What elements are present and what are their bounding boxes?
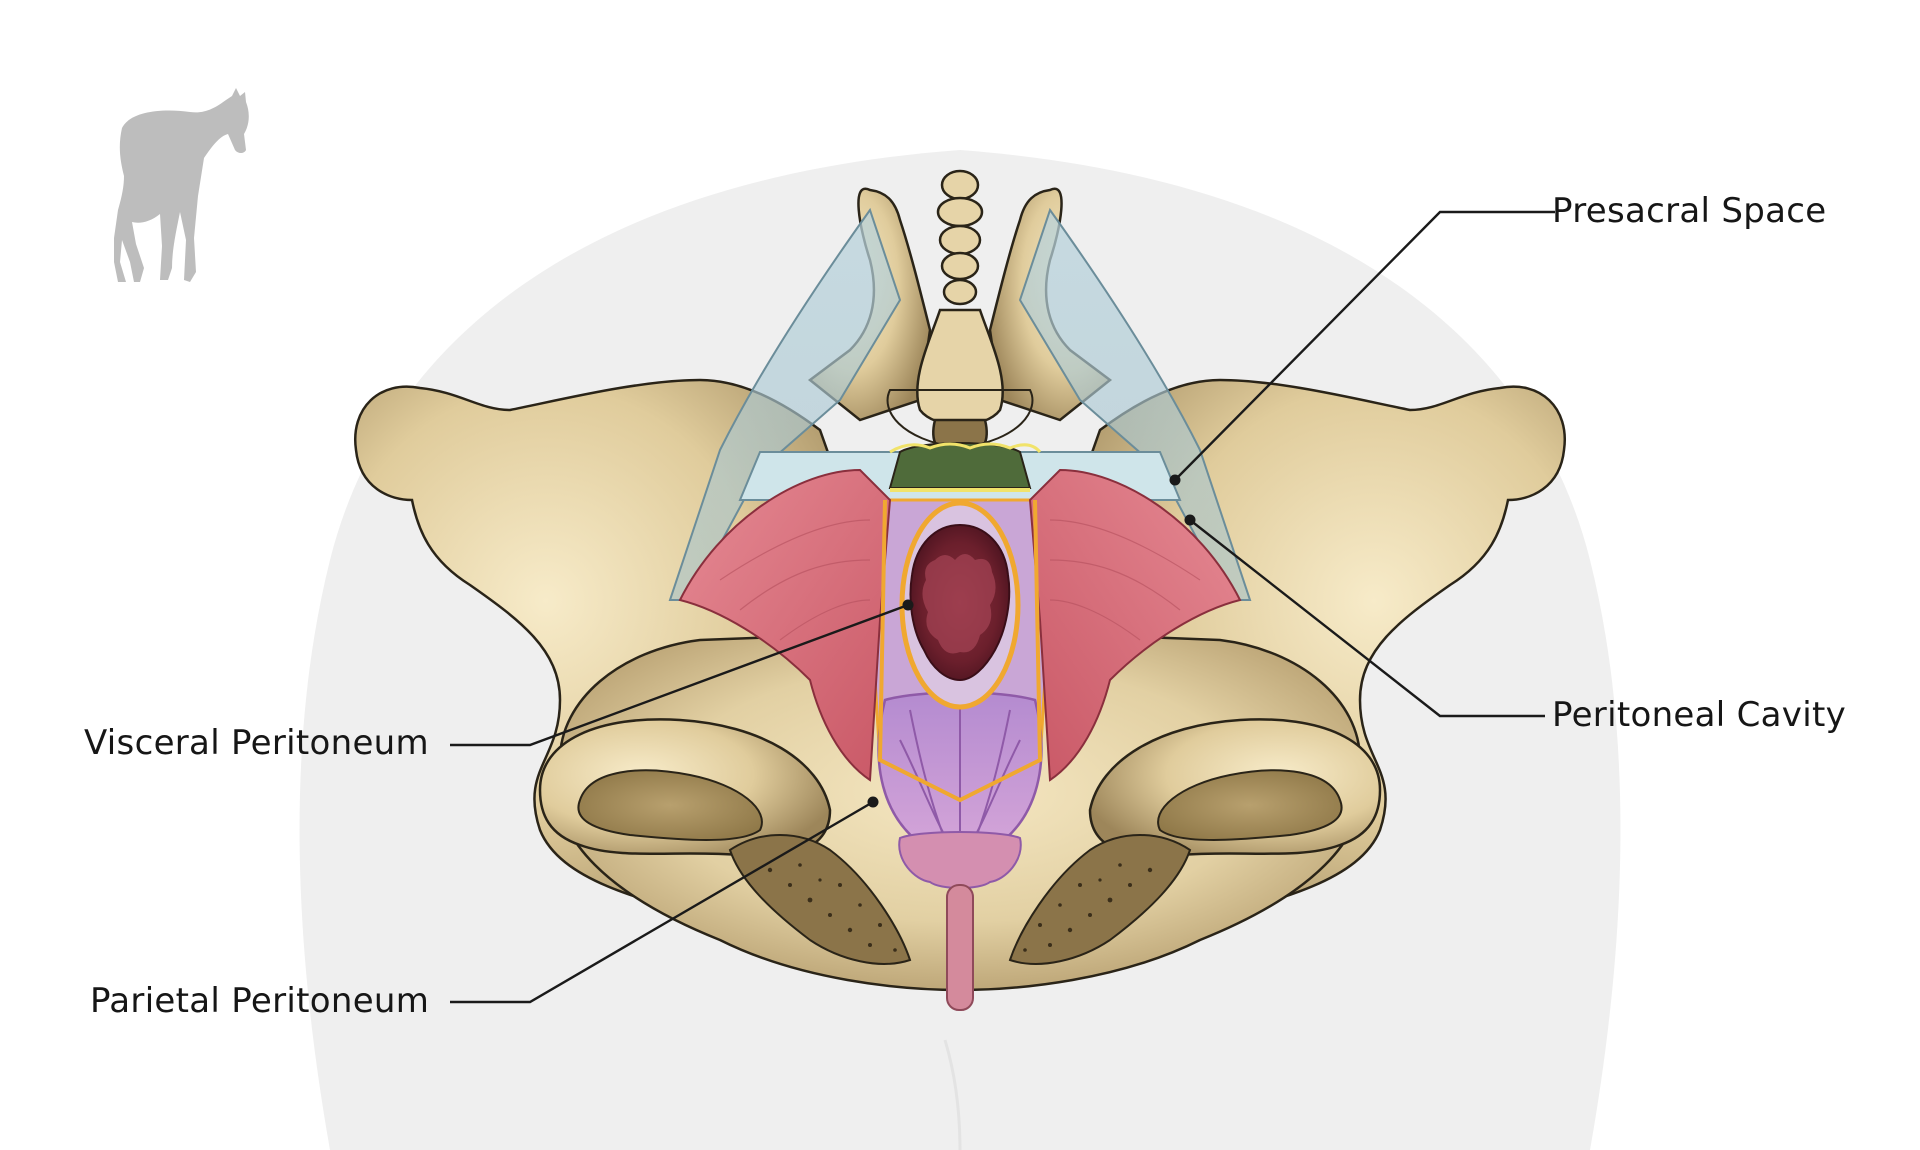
urethra <box>947 885 973 1010</box>
horse-silhouette-icon <box>114 88 249 282</box>
fat-layer <box>890 443 1030 488</box>
label-parietal-peritoneum: Parietal Peritoneum <box>90 984 429 1018</box>
label-presacral-space: Presacral Space <box>1552 194 1826 228</box>
label-peritoneal-cavity: Peritoneal Cavity <box>1552 698 1846 732</box>
label-visceral-peritoneum: Visceral Peritoneum <box>84 726 429 760</box>
